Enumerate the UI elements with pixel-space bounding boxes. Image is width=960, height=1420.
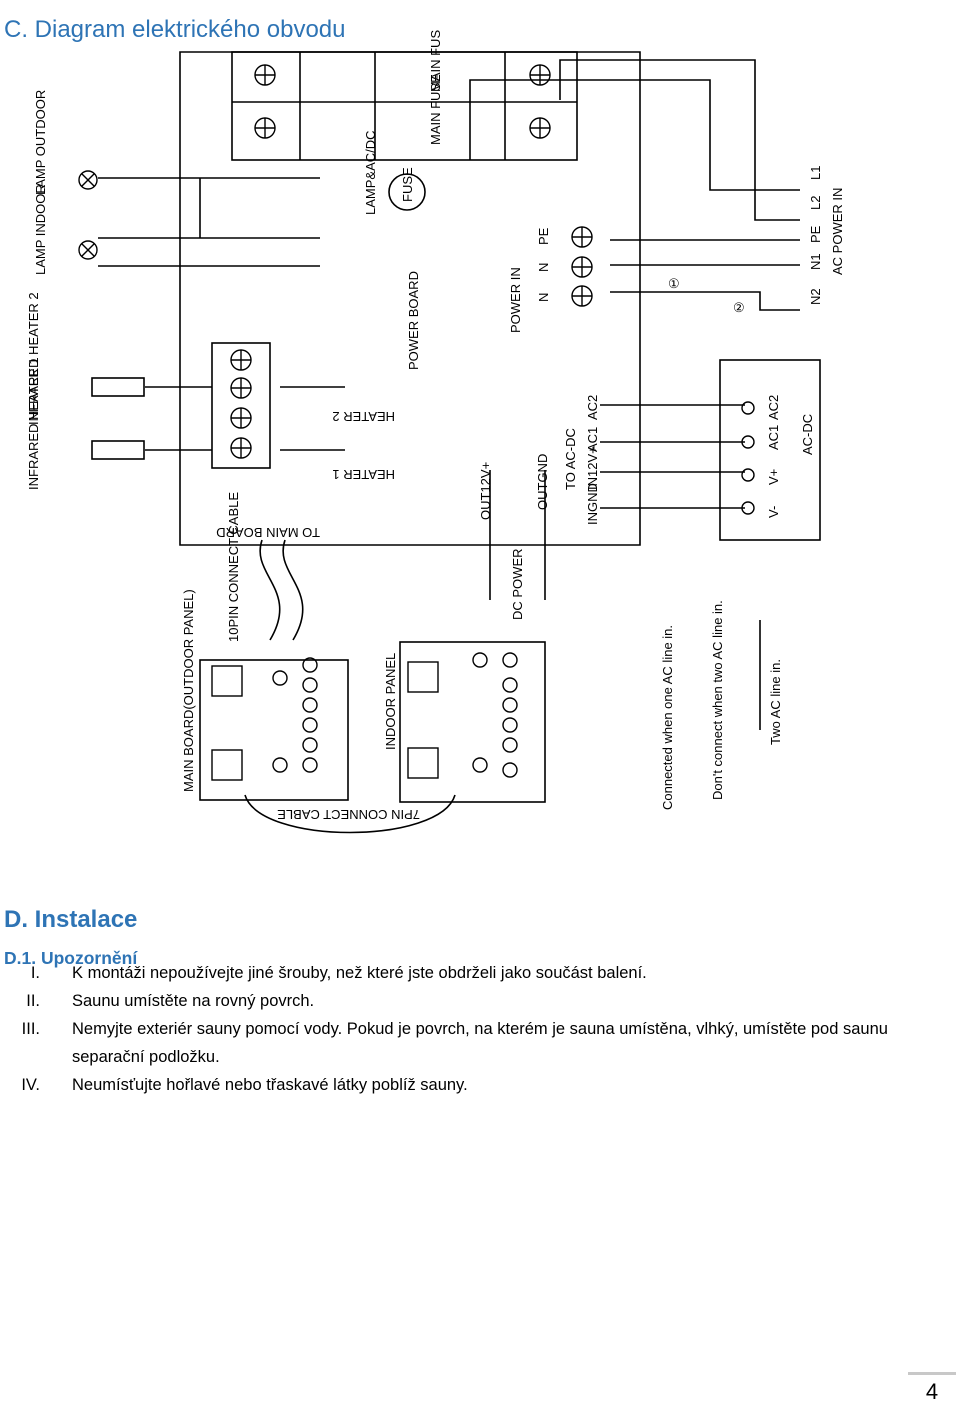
label-dc-power: DC POWER (510, 549, 525, 621)
label-ingnd: INGND (585, 483, 600, 525)
page-number-frame (908, 1372, 956, 1419)
infrared-heater-2-symbol (91, 377, 145, 397)
wiring-diagram: MAIN FUSE MAIN FUSE LAMP OUTDOOR LAMP IN… (26, 30, 845, 834)
label-l2: L2 (808, 196, 823, 210)
label-in-ac2: AC2 (585, 395, 600, 420)
indoor-panel (399, 641, 546, 803)
label-in-ac1: AC1 (585, 427, 600, 452)
marker-2: ② (733, 300, 745, 315)
label-heater-1: HEATER 1 (332, 467, 395, 482)
heater-terminal-block (211, 342, 271, 469)
label-to-ac-dc: TO AC-DC (563, 428, 578, 490)
label-lamp-outdoor: LAMP OUTDOOR (33, 90, 48, 195)
label-indoor-panel: INDOOR PANEL (383, 653, 398, 750)
main-board-panel (199, 659, 349, 801)
label-n-terminal-1: N (536, 263, 551, 272)
marker-1: ① (668, 276, 680, 291)
label-in12v: IN12V+ (585, 446, 600, 490)
label-infrared-heater-1: INFRARED HEATER 1 (26, 357, 41, 490)
label-pe-terminal: PE (536, 227, 551, 245)
subsection-heading-warnings: D.1. Upozornění (4, 947, 138, 968)
label-acdc-vplus: V+ (766, 469, 781, 485)
warning-item: IV.Neumísťujte hořlavé nebo třaskavé lát… (21, 1076, 468, 1094)
label-outgnd: OUTGND (535, 454, 550, 510)
label-lamp-ac-dc: LAMP&AC/DC (363, 130, 378, 215)
label-infrared-heater-2: INFRARED HEATER 2 (26, 292, 41, 425)
label-acdc-vminus: V- (766, 506, 781, 518)
warning-item: II.Saunu umístěte na rovný povrch. (26, 992, 315, 1010)
label-10pin-cable: 10PIN CONNECT CABLE (226, 492, 241, 642)
label-n2: N2 (808, 288, 823, 305)
fuse-block (231, 51, 578, 161)
label-main-fuse-2: MAIN FUSE (428, 74, 443, 145)
label-l1: L1 (808, 166, 823, 180)
label-to-main-board: TO MAIN BOARD (216, 525, 320, 540)
label-fuse: FUSE (400, 167, 415, 202)
warnings-list: I.K montáži nepoužívejte jiné šrouby, ne… (0, 959, 960, 1099)
label-power-in: POWER IN (508, 267, 523, 333)
label-pe-line: PE (808, 225, 823, 243)
note-2: Two AC line in. (768, 659, 783, 745)
label-acdc-ac1: AC1 (766, 425, 781, 450)
page-number: 4 (925, 1379, 939, 1404)
label-main-board-outdoor: MAIN BOARD(OUTDOOR PANEL) (181, 589, 196, 792)
ac-dc-box (719, 359, 821, 541)
label-out12v: OUT12V+ (478, 462, 493, 520)
note-1: Connected when one AC line in. (660, 625, 675, 810)
label-lamp-indoor: LAMP INDOOR (33, 184, 48, 275)
label-n1: N1 (808, 253, 823, 270)
section-heading-installation: D. Instalace (4, 905, 138, 933)
label-acdc-ac2: AC2 (766, 395, 781, 420)
fuse-icon (388, 173, 426, 211)
label-main-fuse-1: MAIN FUSE (428, 30, 443, 92)
label-ac-power-in: AC POWER IN (830, 188, 845, 275)
infrared-heater-1-symbol (91, 440, 145, 460)
label-ac-dc: AC-DC (800, 414, 815, 455)
label-n-terminal-2: N (536, 293, 551, 302)
label-heater-2: HEATER 2 (332, 409, 395, 424)
warning-item: I.K montáži nepoužívejte jiné šrouby, ne… (30, 964, 647, 982)
section-heading-wiring: C. Diagram elektrického obvodu (4, 16, 346, 44)
note-1b: Don't connect when two AC line in. (710, 600, 725, 800)
label-power-board: POWER BOARD (406, 271, 421, 370)
connect-cable (259, 539, 281, 641)
label-7pin-cable: 7PIN CONNECT CABLE (277, 807, 420, 822)
warning-item: III.Nemyjte exteriér sauny pomocí vody. … (21, 1020, 888, 1066)
